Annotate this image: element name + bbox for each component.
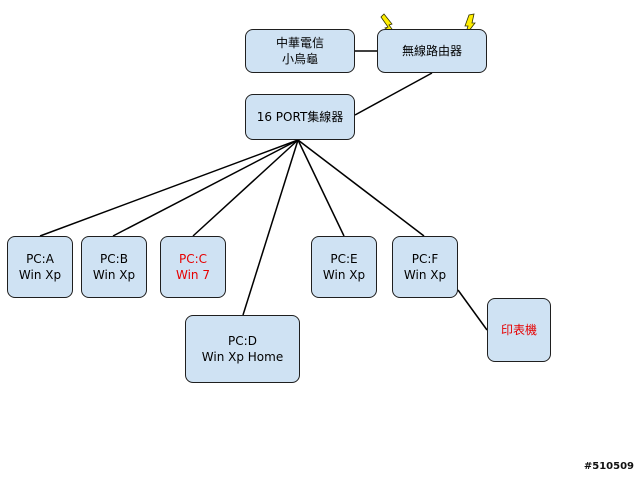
pc-d-label: PC:D (228, 334, 257, 348)
pc-d-node[interactable]: PC:D Win Xp Home (185, 315, 300, 383)
pc-e-os: Win Xp (322, 268, 366, 282)
pc-b-os: Win Xp (92, 268, 136, 282)
link-router-switch (354, 72, 433, 116)
link-switch-pc-b (112, 139, 299, 237)
pc-c-node[interactable]: PC:C Win 7 (160, 236, 226, 298)
wireless-router-label: 無線路由器 (401, 44, 462, 58)
pc-d-os: Win Xp Home (201, 350, 284, 364)
link-pc-f-printer (457, 289, 488, 331)
isp-modem-sublabel: 小烏龜 (281, 52, 318, 66)
link-switch-pc-d (242, 139, 299, 316)
wireless-router-node[interactable]: 無線路由器 (377, 29, 487, 73)
pc-b-label: PC:B (100, 252, 128, 266)
pc-a-os: Win Xp (18, 268, 62, 282)
pc-b-node[interactable]: PC:B Win Xp (81, 236, 147, 298)
watermark-text: #510509 (583, 461, 634, 472)
printer-node[interactable]: 印表機 (487, 298, 551, 362)
isp-modem-label: 中華電信 (275, 36, 324, 50)
isp-modem-node[interactable]: 中華電信 小烏龜 (245, 29, 355, 73)
pc-f-os: Win Xp (403, 268, 447, 282)
pc-e-node[interactable]: PC:E Win Xp (311, 236, 377, 298)
link-switch-pc-a (39, 139, 299, 237)
pc-a-label: PC:A (26, 252, 54, 266)
pc-a-node[interactable]: PC:A Win Xp (7, 236, 73, 298)
printer-label: 印表機 (500, 323, 537, 337)
pc-c-os: Win 7 (176, 268, 210, 282)
link-switch-pc-c (192, 139, 299, 237)
pc-f-node[interactable]: PC:F Win Xp (392, 236, 458, 298)
switch-node[interactable]: 16 PORT集線器 (245, 94, 355, 140)
pc-f-label: PC:F (411, 252, 439, 266)
switch-label: 16 PORT集線器 (256, 110, 344, 124)
link-switch-pc-f (297, 139, 425, 237)
pc-e-label: PC:E (330, 252, 358, 266)
pc-c-label: PC:C (178, 252, 208, 266)
link-switch-pc-e (297, 139, 345, 237)
